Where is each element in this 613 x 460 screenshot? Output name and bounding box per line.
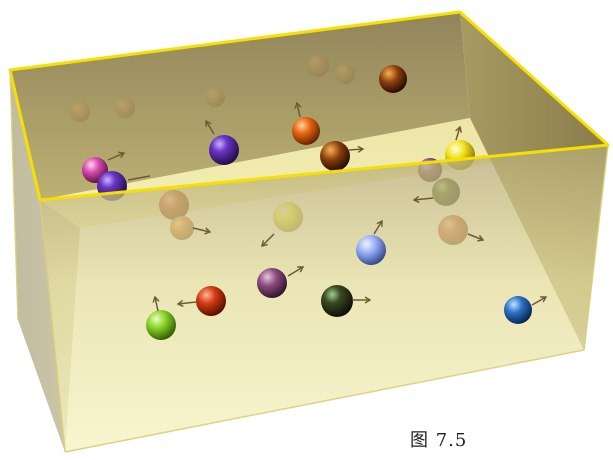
- ball: [196, 286, 226, 316]
- ball: [146, 310, 176, 340]
- ball: [292, 117, 320, 145]
- ball: [379, 65, 407, 93]
- ball: [209, 135, 239, 165]
- ball: [321, 285, 353, 317]
- ball: [320, 141, 350, 171]
- ball: [356, 235, 386, 265]
- ball: [504, 296, 532, 324]
- ball: [257, 268, 287, 298]
- figure-caption: 图 7.5: [410, 426, 467, 452]
